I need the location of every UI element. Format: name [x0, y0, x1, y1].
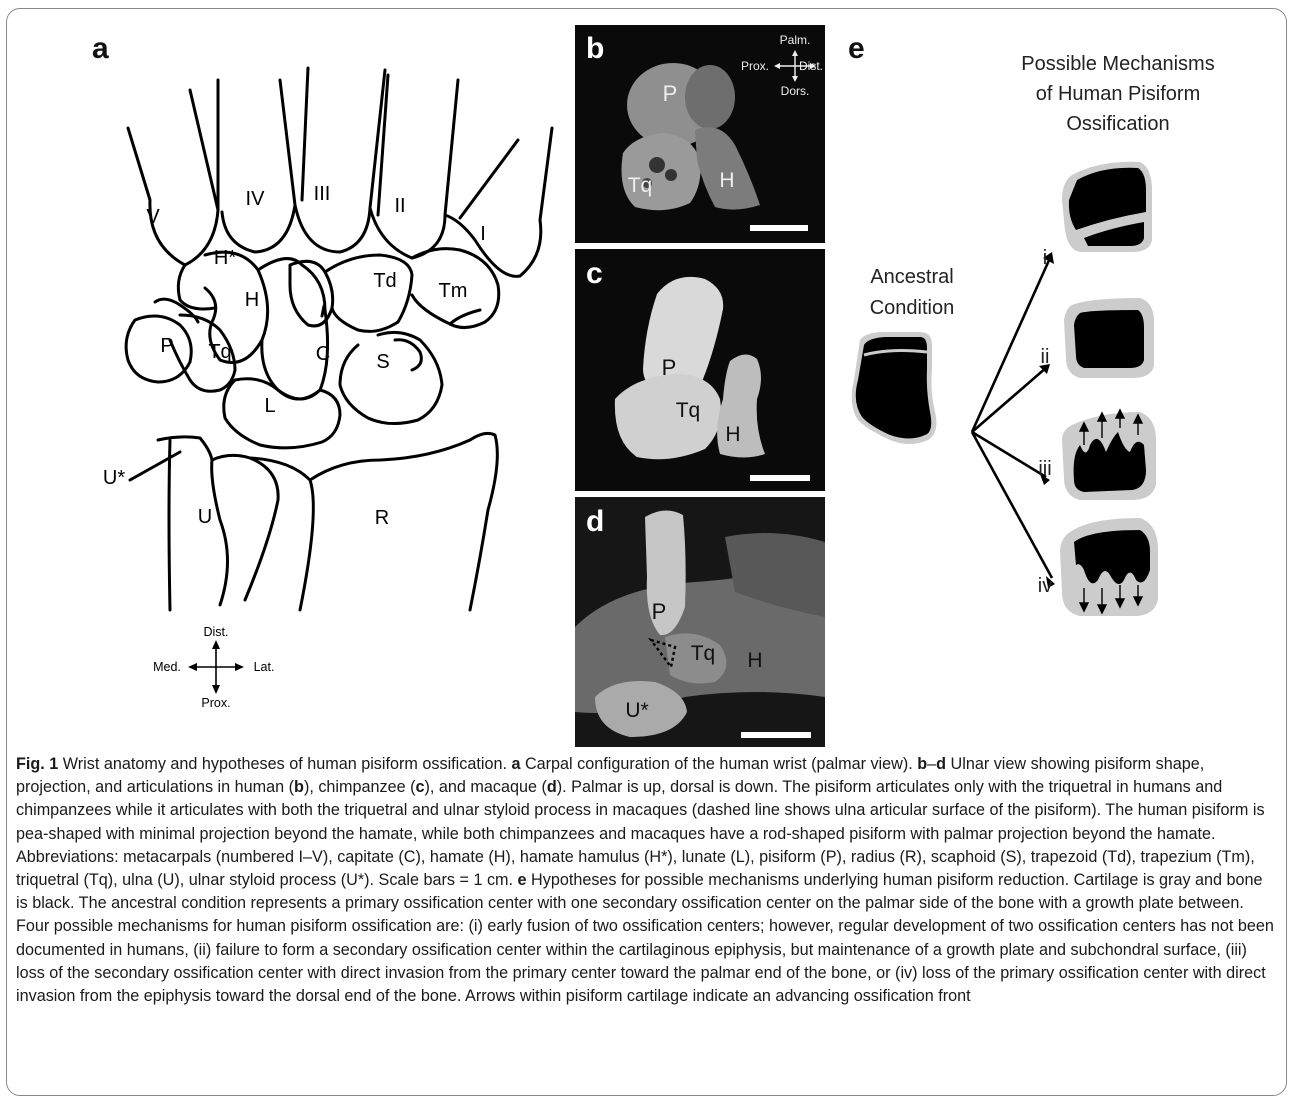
- caption-segment: e: [518, 871, 527, 889]
- wrist-drawing: V IV III II I H* H Td Tm P Tq C S L U* U…: [40, 40, 560, 740]
- caption-segment: Hypotheses for possible mechanisms under…: [16, 871, 1274, 1005]
- panel-e-title-line-1: Possible Mechanisms: [1021, 53, 1214, 75]
- panel-letter-d: d: [586, 507, 604, 537]
- scale-bar-c: [750, 475, 810, 481]
- compass-b-right: Dist.: [799, 59, 823, 73]
- compass-a-bottom: Prox.: [201, 696, 230, 710]
- compass-a-left: Med.: [153, 660, 181, 674]
- caption-fig-label: Fig. 1: [16, 755, 58, 773]
- compass-a: Dist. Prox. Med. Lat.: [153, 625, 274, 710]
- panel-letter-c: c: [586, 259, 603, 289]
- bone-label-triquetral: Tq: [208, 341, 231, 363]
- compass-b-top: Palm.: [780, 33, 811, 47]
- bone-label-radius: R: [375, 507, 389, 529]
- bone-label-hamulus: H*: [214, 247, 236, 269]
- photo-panel-c: P Tq H: [575, 249, 825, 491]
- metacarpal-label-v: V: [146, 206, 160, 228]
- panel-d-label-u: U*: [625, 699, 648, 722]
- bone-label-trapezium: Tm: [439, 280, 468, 302]
- bone-label-scaphoid: S: [376, 351, 389, 373]
- panel-d-label-p: P: [652, 599, 667, 624]
- panel-d-label-tq: Tq: [691, 642, 716, 665]
- caption-segment: Carpal configuration of the human wrist …: [520, 755, 917, 773]
- mechanism-ii-shape: [1064, 298, 1154, 378]
- panel-e-title-line-2: of Human Pisiform: [1036, 83, 1201, 105]
- panel-c-label-h: H: [725, 423, 740, 446]
- bone-label-ulna: U: [198, 506, 212, 528]
- photo-panel-d: P Tq H U*: [575, 497, 825, 747]
- ancestral-pisiform: [852, 332, 937, 444]
- mechanism-numeral-ii: ii: [1041, 346, 1050, 368]
- caption-body: Wrist anatomy and hypotheses of human pi…: [16, 755, 1274, 1005]
- caption-segment: b: [917, 755, 927, 773]
- panel-letter-b: b: [586, 34, 604, 64]
- metacarpal-label-iv: IV: [246, 188, 266, 210]
- caption-segment: ), chimpanzee (: [304, 778, 416, 796]
- panel-b-label-p: P: [663, 81, 678, 106]
- caption-segment: –: [927, 755, 936, 773]
- scale-bar-d: [741, 732, 811, 738]
- photo-panel-b: P Tq H Palm. Dors. Prox. Dist.: [575, 25, 825, 243]
- panel-b-label-h: H: [719, 169, 734, 192]
- bone-label-pisiform: P: [160, 335, 173, 357]
- mechanism-iv-shape: [1060, 518, 1158, 616]
- compass-a-right: Lat.: [254, 660, 275, 674]
- panel-b-label-tq: Tq: [628, 174, 653, 197]
- mechanisms-diagram: Possible Mechanisms of Human Pisiform Os…: [840, 40, 1270, 740]
- panel-e-title-line-3: Ossification: [1066, 113, 1169, 135]
- metacarpal-label-ii: II: [394, 195, 405, 217]
- ancestral-label-line-1: Ancestral: [870, 266, 953, 288]
- bone-label-lunate: L: [264, 395, 275, 417]
- compass-b-bottom: Dors.: [781, 84, 810, 98]
- panel-d-label-h: H: [747, 649, 762, 672]
- metacarpal-label-iii: III: [314, 183, 331, 205]
- mechanism-numeral-i: i: [1043, 247, 1047, 269]
- bone-label-ulna-star: U*: [103, 467, 125, 489]
- bone-label-trapezoid: Td: [373, 270, 396, 292]
- caption-segment: d: [936, 755, 946, 773]
- mechanism-iii-shape: [1062, 412, 1156, 500]
- compass-a-top: Dist.: [204, 625, 229, 639]
- panel-c-label-p: P: [662, 355, 677, 380]
- mechanism-numeral-iv: iv: [1038, 575, 1052, 597]
- caption-segment: ), and macaque (: [425, 778, 547, 796]
- mechanism-i-shape: [1062, 162, 1152, 252]
- caption-segment: Wrist anatomy and hypotheses of human pi…: [58, 755, 511, 773]
- compass-b-left: Prox.: [741, 59, 769, 73]
- panel-c-label-tq: Tq: [676, 399, 701, 422]
- mechanism-numeral-iii: iii: [1038, 458, 1051, 480]
- caption-segment: c: [416, 778, 425, 796]
- figure-caption: Fig. 1 Wrist anatomy and hypotheses of h…: [16, 753, 1278, 1008]
- ancestral-label-line-2: Condition: [870, 297, 955, 319]
- bone-label-capitate: C: [316, 343, 330, 365]
- caption-segment: b: [294, 778, 304, 796]
- metacarpal-label-i: I: [480, 223, 486, 245]
- bone-label-hamate: H: [245, 289, 259, 311]
- scale-bar-b: [750, 225, 808, 231]
- caption-segment: d: [547, 778, 557, 796]
